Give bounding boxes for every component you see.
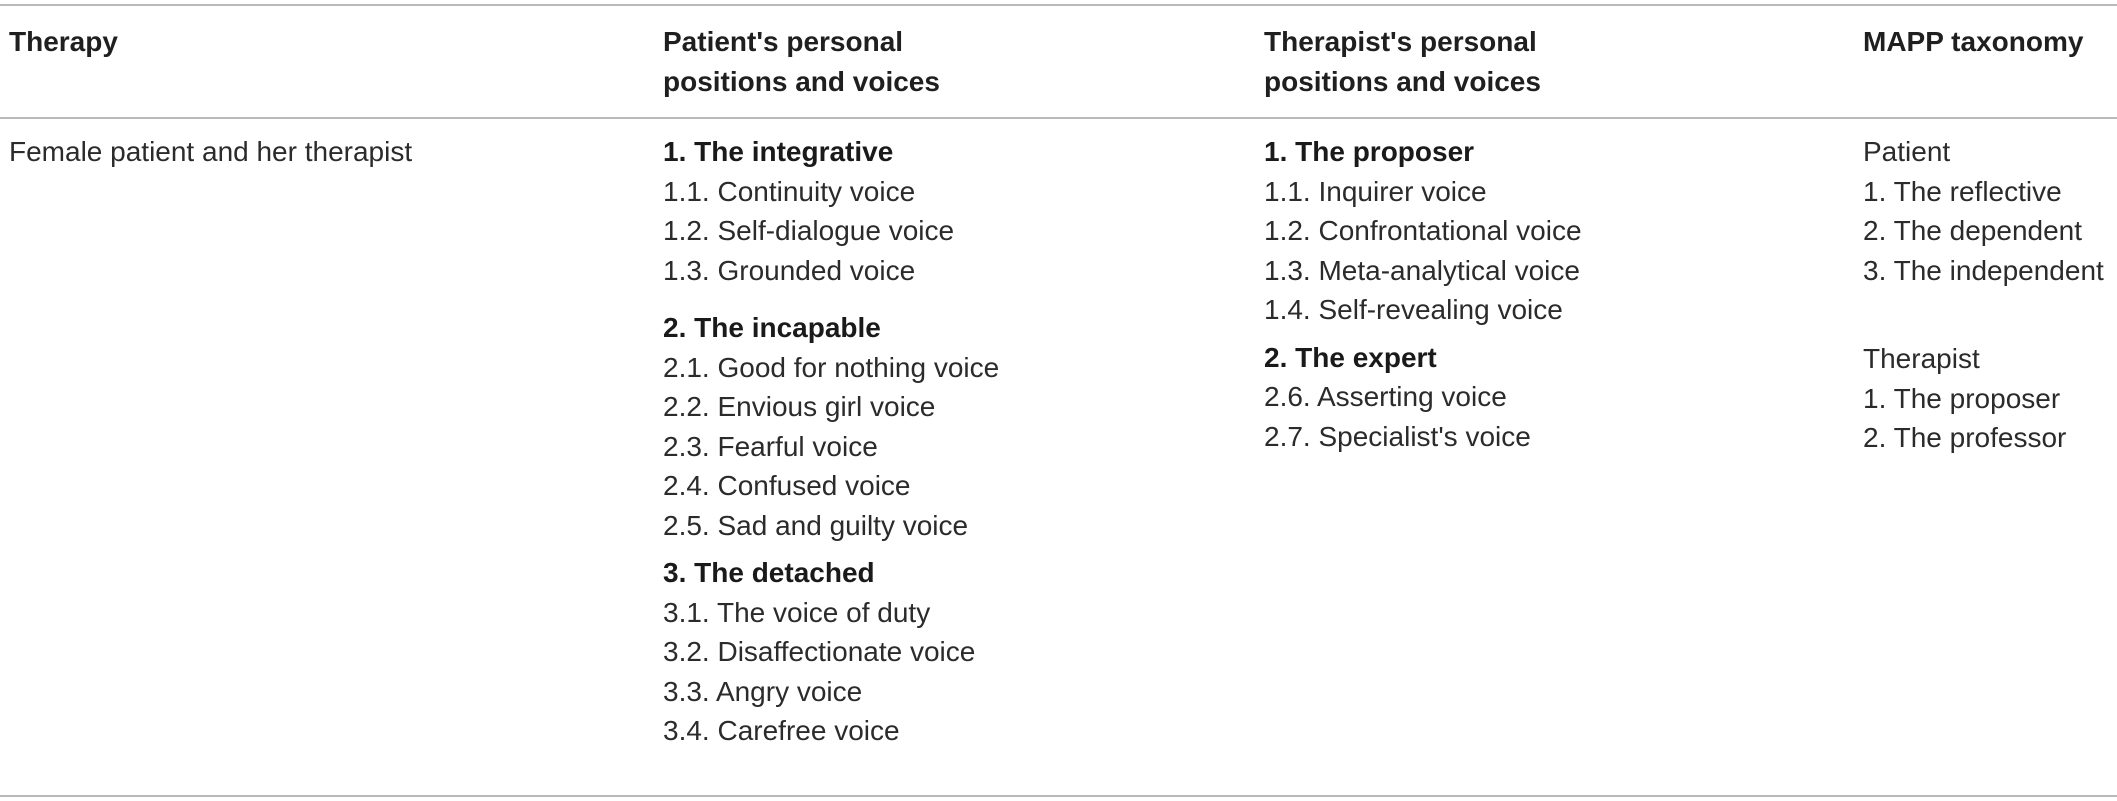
therapy-description: Female patient and her therapist: [9, 136, 413, 167]
mapp-therapist-item: 1. The proposer: [1863, 382, 2061, 414]
therapist-voice: 1.3. Meta-analytical voice: [1264, 254, 1580, 286]
therapist-voice: 1.4. Self-revealing voice: [1264, 294, 1563, 325]
mapp-patient-item: 3. The independent: [1863, 254, 2104, 286]
patient-voice: 3.2. Disaffectionate voice: [663, 636, 976, 667]
therapist-position-title: 1. The proposer: [1264, 136, 1475, 167]
patient-voice: 3.3. Angry voice: [663, 675, 863, 707]
header-mapp-label: MAPP taxonomy: [1863, 26, 2084, 57]
patient-position-group: 2. The incapable 2.1. Good for nothing v…: [663, 308, 999, 545]
cell-therapy: Female patient and her therapist: [9, 132, 412, 172]
cell-therapist-positions: 1. The proposer 1.1. Inquirer voice 1.2.…: [1264, 132, 1582, 456]
mapp-patient-group: Patient 1. The reflective 2. The depende…: [1863, 132, 2104, 290]
patient-position-group: 3. The detached 3.1. The voice of duty 3…: [663, 553, 999, 751]
patient-position-title: 1. The integrative: [663, 136, 894, 167]
patient-voice: 3.4. Carefree voice: [663, 715, 900, 746]
patient-voice: 2.2. Envious girl voice: [663, 391, 936, 422]
mapp-patient-item: 2. The dependent: [1863, 215, 2083, 246]
therapist-voice: 1.1. Inquirer voice: [1264, 175, 1487, 207]
mapp-therapist-label: Therapist: [1863, 343, 1980, 374]
mapp-patient-label: Patient: [1863, 136, 1951, 167]
therapist-position-group: 2. The expert 2.6. Asserting voice 2.7. …: [1264, 338, 1582, 457]
header-therapist-line1: Therapist's personal: [1264, 26, 1537, 57]
therapist-voice: 2.7. Specialist's voice: [1264, 420, 1531, 452]
mapp-patient-item: 1. The reflective: [1863, 175, 2062, 207]
header-divider-rule: [0, 117, 2117, 119]
patient-voice: 3.1. The voice of duty: [663, 596, 931, 628]
header-therapist-line2: positions and voices: [1264, 66, 1541, 97]
header-patient-line1: Patient's personal: [663, 26, 904, 57]
header-mapp: MAPP taxonomy: [1863, 22, 2083, 62]
mapp-therapist-item: 2. The professor: [1863, 422, 2067, 453]
therapist-voice: 1.2. Confrontational voice: [1264, 215, 1582, 246]
patient-voice: 1.2. Self-dialogue voice: [663, 215, 955, 246]
therapist-position-group: 1. The proposer 1.1. Inquirer voice 1.2.…: [1264, 132, 1582, 330]
patient-voice: 2.1. Good for nothing voice: [663, 351, 1000, 383]
header-therapist: Therapist's personal positions and voice…: [1264, 22, 1541, 102]
patient-position-group: 1. The integrative 1.1. Continuity voice…: [663, 132, 999, 290]
header-patient: Patient's personal positions and voices: [663, 22, 940, 102]
patient-position-title: 2. The incapable: [663, 312, 881, 343]
header-patient-line2: positions and voices: [663, 66, 940, 97]
cell-mapp-taxonomy: Patient 1. The reflective 2. The depende…: [1863, 132, 2104, 458]
patient-voice: 2.4. Confused voice: [663, 470, 911, 501]
patient-voice: 1.1. Continuity voice: [663, 175, 916, 207]
mapp-therapist-group: Therapist 1. The proposer 2. The profess…: [1863, 339, 2104, 458]
patient-voice: 1.3. Grounded voice: [663, 254, 916, 286]
table-bottom-rule: [0, 795, 2117, 797]
patient-position-title: 3. The detached: [663, 557, 875, 588]
header-therapy-label: Therapy: [9, 26, 118, 57]
patient-voice: 2.3. Fearful voice: [663, 430, 878, 462]
therapist-voice: 2.6. Asserting voice: [1264, 381, 1507, 412]
therapist-position-title: 2. The expert: [1264, 341, 1437, 373]
patient-voice: 2.5. Sad and guilty voice: [663, 509, 969, 541]
table-top-rule: [0, 4, 2117, 6]
cell-patient-positions: 1. The integrative 1.1. Continuity voice…: [663, 132, 999, 751]
header-therapy: Therapy: [9, 22, 118, 62]
